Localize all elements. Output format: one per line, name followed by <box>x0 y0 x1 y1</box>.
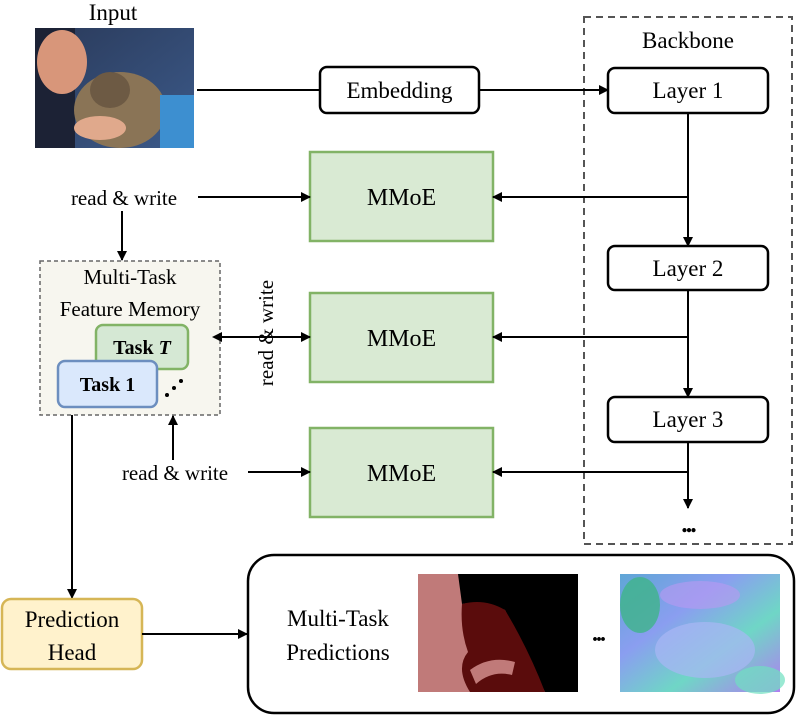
task-1-label: Task 1 <box>80 374 135 396</box>
memory-title-line2: Feature Memory <box>60 297 201 321</box>
layer-1-label: Layer 1 <box>653 78 724 103</box>
task-t-variable: T <box>159 337 172 359</box>
backbone-title: Backbone <box>642 28 734 53</box>
prediction-head-line2: Head <box>48 640 97 665</box>
predictions-ellipsis: ... <box>592 621 605 647</box>
predictions-line1: Multi-Task <box>287 606 389 631</box>
backbone-container <box>583 16 793 545</box>
prediction-head-line1: Prediction <box>25 607 120 632</box>
mmoe-box-3 <box>308 426 495 519</box>
embedding-label: Embedding <box>346 78 453 103</box>
read-write-label-bottom: read & write <box>122 461 228 485</box>
read-write-label-top: read & write <box>71 186 177 210</box>
layer-3-label: Layer 3 <box>653 407 724 432</box>
task-t-prefix: Task <box>113 337 158 359</box>
input-label: Input <box>89 0 138 25</box>
mmoe-label-1: MMoE <box>367 185 436 211</box>
task-t-label: Task T <box>113 337 171 359</box>
task-1-box <box>56 359 159 409</box>
backbone-ellipsis: ... <box>681 509 696 538</box>
layer-2-label: Layer 2 <box>653 256 724 281</box>
surface-normal-prediction-image <box>620 574 785 694</box>
read-write-label-middle: read & write <box>254 280 278 386</box>
predictions-line2: Predictions <box>286 640 390 665</box>
memory-title-line1: Multi-Task <box>83 265 177 289</box>
segmentation-prediction-image <box>418 574 578 692</box>
mmoe-label-2: MMoE <box>367 326 436 352</box>
diagonal-ellipsis-icon <box>165 379 183 397</box>
mmoe-label-3: MMoE <box>367 461 436 487</box>
mmoe-box-2 <box>308 291 495 384</box>
input-image <box>35 28 194 148</box>
